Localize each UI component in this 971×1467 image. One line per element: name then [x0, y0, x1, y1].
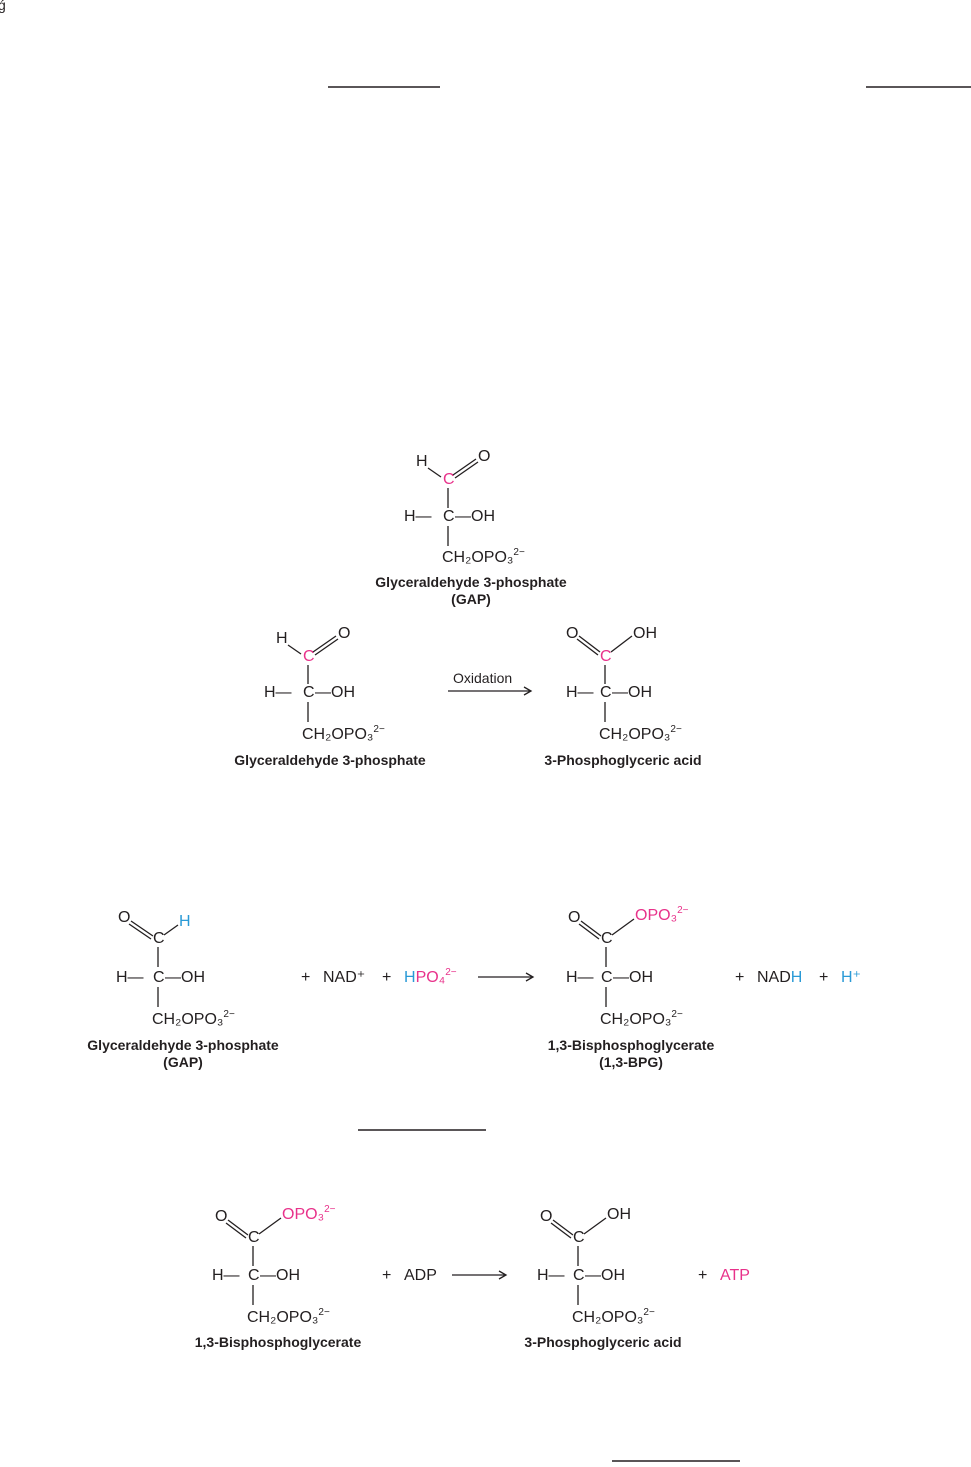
alpha-carbon: C	[573, 1267, 585, 1284]
phosphate-group: CH₂OPO₃2−	[572, 1307, 655, 1326]
carbonyl-carbon: C	[303, 648, 315, 665]
alpha-h: H—	[212, 1267, 240, 1284]
corner-mark: ǵ	[0, 0, 6, 13]
carboxyl-oxygen: O	[215, 1208, 227, 1225]
carboxyl-carbon: C	[601, 930, 613, 947]
hydrogen-phosphate: HPO₄2−	[404, 967, 457, 986]
3pga-caption: 3-Phosphoglyceric acid	[524, 1334, 681, 1350]
carbonyl-carbon: C	[443, 471, 455, 488]
bpg-caption: 1,3-Bisphosphoglycerate	[195, 1334, 362, 1350]
figure-gap-structure: H C O H— C —OH CH₂OPO₃2− Glyceraldehyde …	[375, 448, 567, 607]
alpha-carbon: C	[601, 969, 613, 986]
phosphate-group: CH₂OPO₃2−	[599, 724, 682, 743]
hydroxyl: —OH	[260, 1267, 300, 1284]
nadh: NADH	[757, 969, 802, 986]
gap-caption: Glyceraldehyde 3-phosphate	[375, 574, 567, 590]
plus-sign: +	[382, 1267, 391, 1284]
carbonyl-oxygen: O	[338, 625, 350, 642]
plus-sign: +	[735, 969, 744, 986]
plus-sign: +	[819, 969, 828, 986]
gap-caption: Glyceraldehyde 3-phosphate	[234, 752, 426, 768]
alpha-h: H—	[264, 684, 292, 701]
hydroxyl: —OH	[315, 684, 355, 701]
acyl-phosphate: OPO₃2−	[635, 905, 689, 924]
alpha-carbon: C	[248, 1267, 260, 1284]
carboxyl-oh: OH	[633, 625, 657, 642]
gap-caption-abbr: (GAP)	[163, 1054, 203, 1070]
aldehyde-h: H	[276, 630, 288, 647]
hydroxyl: —OH	[165, 969, 205, 986]
alpha-h: H—	[537, 1267, 565, 1284]
plus-sign: +	[698, 1267, 707, 1284]
acyl-phosphate: OPO₃2−	[282, 1204, 336, 1223]
plus-sign: +	[382, 969, 391, 986]
alpha-carbon: C	[443, 508, 455, 525]
gap-caption-abbr: (GAP)	[451, 591, 491, 607]
oxidation-label: Oxidation	[453, 670, 512, 686]
alpha-h: H—	[404, 508, 432, 525]
3pga-caption: 3-Phosphoglyceric acid	[544, 752, 701, 768]
atp: ATP	[720, 1267, 750, 1284]
phosphate-group: CH₂OPO₃2−	[600, 1009, 683, 1028]
carboxyl-oxygen: O	[566, 625, 578, 642]
bpg-caption: 1,3-Bisphosphoglycerate	[548, 1037, 715, 1053]
alpha-carbon: C	[303, 684, 315, 701]
carboxyl-oxygen: O	[540, 1208, 552, 1225]
aldehyde-h: H	[416, 453, 428, 470]
alpha-h: H—	[116, 969, 144, 986]
carboxyl-carbon: C	[600, 648, 612, 665]
carbonyl-oxygen: O	[478, 448, 490, 465]
hydroxyl: —OH	[613, 969, 653, 986]
alpha-carbon: C	[600, 684, 612, 701]
phosphate-group: CH₂OPO₃2−	[247, 1307, 330, 1326]
figure-gapdh-reaction: O C H H— C —OH CH₂OPO₃2− Glyceraldehyde …	[87, 905, 861, 1070]
hydroxyl: —OH	[455, 508, 495, 525]
alpha-h: H—	[566, 684, 594, 701]
bpg-caption-abbr: (1,3-BPG)	[599, 1054, 663, 1070]
carbonyl-carbon: C	[153, 930, 165, 947]
alpha-carbon: C	[153, 969, 165, 986]
alpha-h: H—	[566, 969, 594, 986]
carboxyl-carbon: C	[248, 1229, 260, 1246]
figure-oxidation-reaction: H C O H— C —OH CH₂OPO₃2− Glyceraldehyde …	[234, 625, 701, 768]
phosphate-group: CH₂OPO₃2−	[152, 1009, 235, 1028]
carboxyl-oh: OH	[607, 1206, 631, 1223]
adp: ADP	[404, 1267, 437, 1284]
plus-sign: +	[301, 969, 310, 986]
carbonyl-oxygen: O	[118, 909, 130, 926]
phosphate-group: CH₂OPO₃2−	[442, 547, 525, 566]
phosphate-group: CH₂OPO₃2−	[302, 724, 385, 743]
gap-caption: Glyceraldehyde 3-phosphate	[87, 1037, 279, 1053]
hydroxyl: —OH	[585, 1267, 625, 1284]
nad-plus: NAD⁺	[323, 969, 365, 986]
carboxyl-oxygen: O	[568, 909, 580, 926]
figure-substrate-phosphorylation: O C OPO₃2− H— C —OH CH₂OPO₃2− 1,3-Bispho…	[195, 1204, 750, 1350]
carboxyl-carbon: C	[573, 1229, 585, 1246]
proton: H⁺	[841, 969, 861, 986]
hydroxyl: —OH	[612, 684, 652, 701]
aldehyde-h: H	[179, 913, 191, 930]
